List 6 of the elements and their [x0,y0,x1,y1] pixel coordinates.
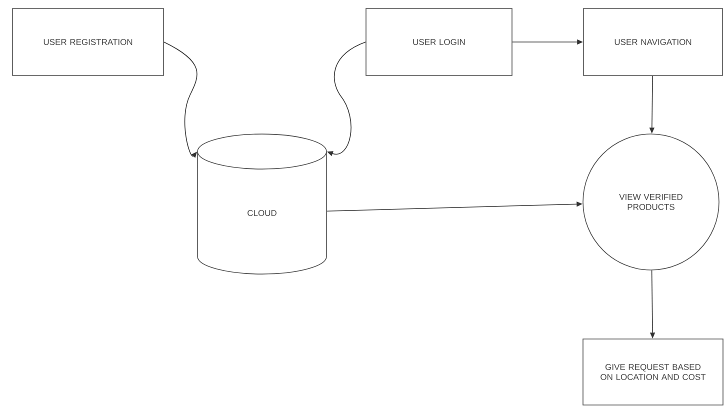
process-box: USER NAVIGATION [583,8,723,76]
process-box: USER LOGIN [366,8,512,76]
database-cylinder: CLOUD [197,134,327,274]
arrow [164,42,198,158]
process-box: USER REGISTRATION [12,8,164,76]
process-box: GIVE REQUEST BASED ON LOCATION AND COST [582,338,724,406]
